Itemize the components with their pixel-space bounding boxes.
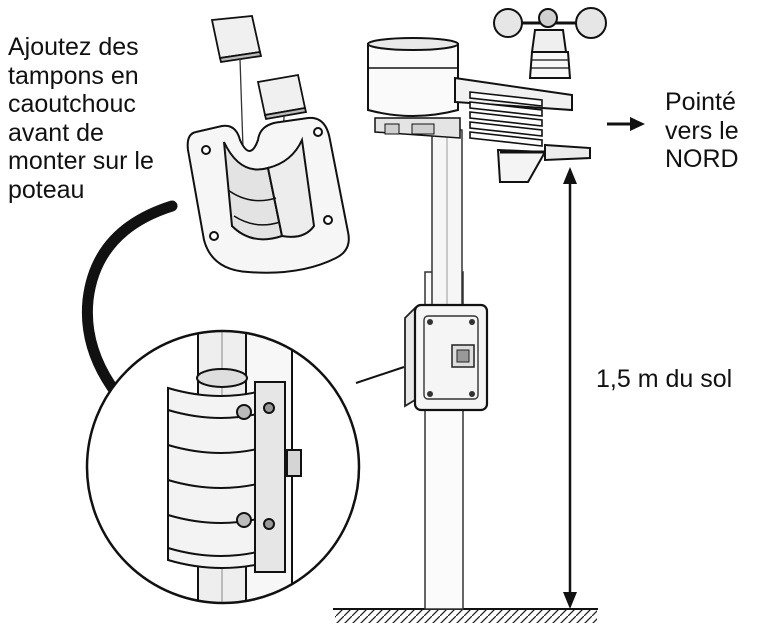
instruction-line: caoutchouc: [8, 90, 136, 118]
ground: [333, 608, 598, 623]
right-arrow-icon: [607, 117, 645, 131]
north-label-line: NORD: [665, 145, 739, 173]
double-headed-vertical-arrow-icon: [563, 167, 577, 609]
sensor-head: [367, 7, 607, 183]
mounting-instruction-text: Ajoutez des tampons en caoutchouc avant …: [8, 33, 154, 204]
instruction-line: poteau: [8, 175, 85, 204]
height-label: 1,5 m du sol: [596, 365, 733, 393]
north-label-line: Pointé: [665, 88, 736, 116]
clamp-bracket: [186, 116, 350, 274]
instruction-line: monter sur le: [8, 147, 154, 175]
rubber-pads: [210, 15, 308, 215]
zoom-detail-circle: [85, 329, 361, 605]
pole-bracket: [404, 303, 489, 412]
north-label-line: vers le: [665, 116, 739, 145]
instruction-line: Ajoutez des: [8, 33, 139, 61]
instruction-line: tampons en: [8, 61, 139, 90]
north-direction-label: Pointé vers le NORD: [665, 88, 739, 174]
zoom-leader-line: [355, 366, 405, 384]
instruction-line: avant de: [8, 118, 104, 147]
